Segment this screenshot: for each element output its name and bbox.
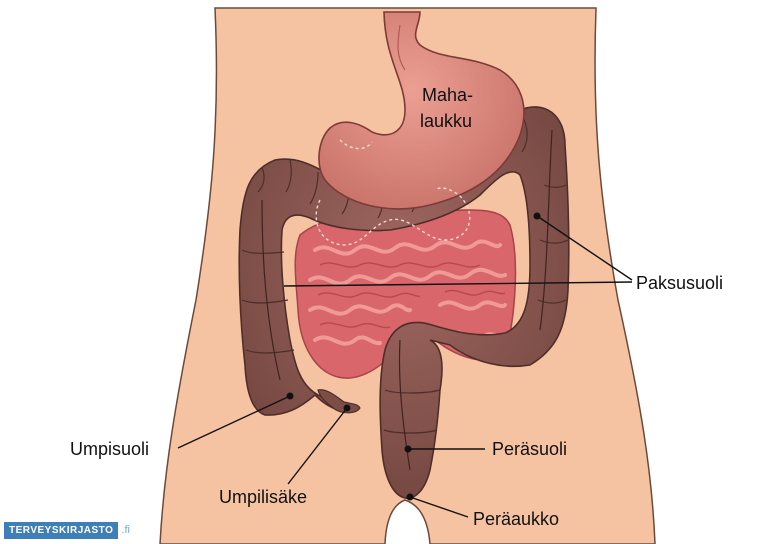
label-anus: Peräaukko bbox=[473, 508, 559, 530]
label-stomach-line2: laukku bbox=[420, 110, 472, 132]
terveyskirjasto-logo: Terveyskirjasto .fi bbox=[4, 520, 130, 540]
label-rectum: Peräsuoli bbox=[492, 438, 567, 460]
label-stomach-line1: Maha- bbox=[422, 84, 473, 106]
logo-brand: Terveyskirjasto bbox=[4, 522, 118, 539]
label-cecum: Umpisuoli bbox=[70, 438, 149, 460]
label-colon: Paksusuoli bbox=[636, 272, 723, 294]
logo-domain: .fi bbox=[121, 524, 130, 536]
label-appendix: Umpilisäke bbox=[219, 486, 307, 508]
